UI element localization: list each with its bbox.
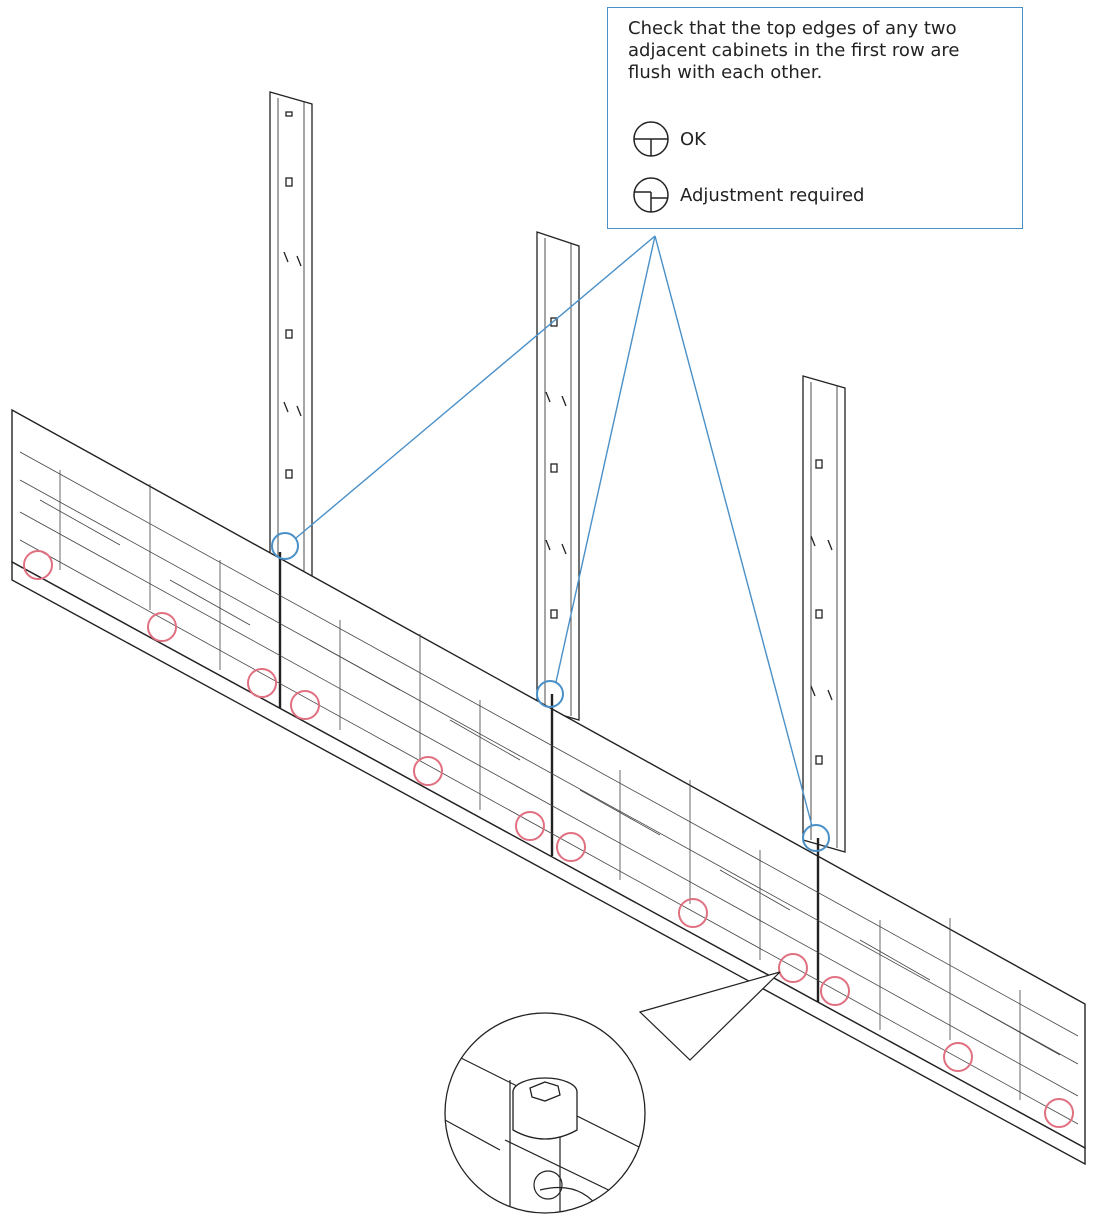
- support-post-center: [536, 231, 580, 721]
- legend-adjust-row: Adjustment required: [630, 174, 864, 216]
- screw-marker: [515, 811, 545, 841]
- joint-check-marker: [536, 680, 564, 708]
- screw-marker: [678, 898, 708, 928]
- screw-marker: [147, 612, 177, 642]
- cabinet-internal-detail: [19, 451, 1079, 1125]
- screw-marker: [778, 953, 808, 983]
- cabinet-seams: [278, 552, 820, 1002]
- adjustment-screw-markers: [23, 550, 1074, 1128]
- screw-marker: [23, 550, 53, 580]
- callout-leader-lines: [295, 235, 813, 827]
- screw-marker: [943, 1042, 973, 1072]
- screw-marker: [1044, 1098, 1074, 1128]
- support-post-right: [802, 375, 846, 853]
- ok-flush-icon: [633, 121, 669, 157]
- support-post-left: [269, 91, 313, 581]
- legend-ok-row: OK: [630, 118, 706, 160]
- base-rail: [11, 560, 1086, 1166]
- joint-check-marker: [271, 532, 299, 560]
- legend-ok-label: OK: [680, 128, 706, 150]
- top-edge-check-markers: [271, 532, 830, 852]
- hex-socket-bolt-icon: [512, 1077, 578, 1140]
- screw-marker: [290, 690, 320, 720]
- flush-check-callout: Check that the top edges of any two adja…: [607, 7, 1023, 229]
- screw-marker: [413, 756, 443, 786]
- screw-marker: [247, 668, 277, 698]
- screw-marker: [820, 976, 850, 1006]
- legend-adjust-label: Adjustment required: [680, 184, 865, 206]
- screw-marker: [556, 832, 586, 862]
- joint-check-marker: [802, 824, 830, 852]
- zoom-detail: [444, 971, 781, 1214]
- callout-instruction-text: Check that the top edges of any two adja…: [628, 18, 960, 83]
- adjustment-required-icon: [633, 177, 669, 213]
